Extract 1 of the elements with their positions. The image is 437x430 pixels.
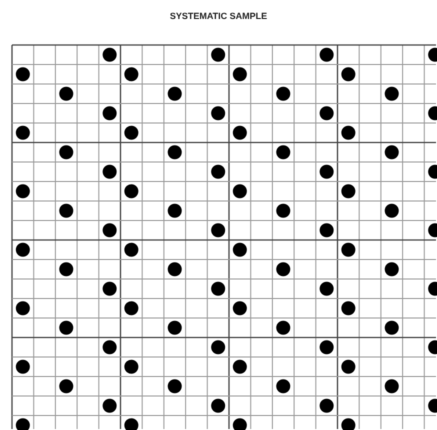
title: SYSTEMATIC SAMPLE xyxy=(170,11,268,21)
